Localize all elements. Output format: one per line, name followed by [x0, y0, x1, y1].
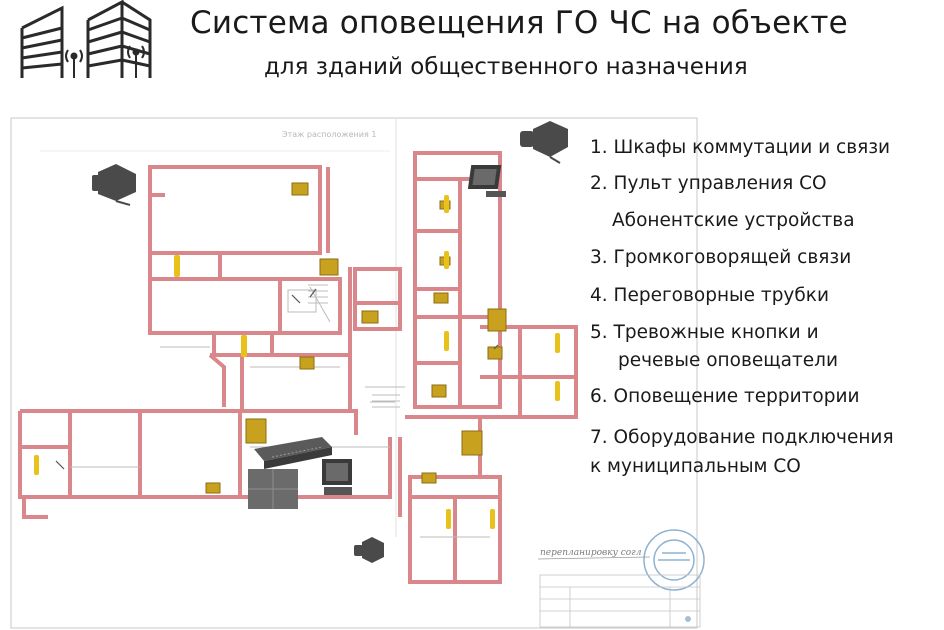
call-panel-icon	[299, 356, 315, 370]
phone-handset-icon	[555, 381, 560, 401]
monitor-icon	[467, 165, 506, 197]
legend: 1. Шкафы коммутации и связи 2. Пульт упр…	[588, 0, 940, 630]
phone-handset-icon	[444, 251, 449, 269]
signature-text: перепланировку согл	[540, 548, 642, 558]
phone-handset-icon	[446, 509, 451, 529]
legend-item-7: 7. Оборудование подключения	[590, 427, 894, 448]
call-panel-icon	[319, 258, 339, 276]
phone-handset-icon	[444, 195, 449, 213]
legend-item-4: 4. Переговорные трубки	[590, 285, 829, 306]
call-panel-icon	[461, 430, 483, 456]
phone-handset-icon	[34, 455, 39, 475]
legend-item-7-cont: к муниципальным СО	[590, 456, 801, 477]
legend-item-2: 2. Пульт управления СО	[590, 173, 827, 194]
call-panel-icon	[421, 472, 437, 484]
phone-handset-icon	[241, 335, 247, 357]
call-panel-icon	[433, 292, 449, 304]
legend-item-6: 6. Оповещение территории	[590, 386, 860, 407]
floor-caption: Этаж расположения 1	[282, 130, 376, 139]
loudspeaker-icon	[92, 164, 136, 206]
call-panel-icon	[487, 346, 503, 360]
call-panel-icon	[205, 482, 221, 494]
call-panel-icon	[361, 310, 379, 324]
server-cabinet-icon	[248, 469, 298, 509]
call-panel-icon	[487, 308, 507, 332]
phone-handset-icon	[555, 333, 560, 353]
monitor-icon	[322, 459, 352, 495]
legend-item-1: 1. Шкафы коммутации и связи	[590, 137, 891, 158]
phone-handset-icon	[490, 509, 495, 529]
building-logo-icon	[20, 0, 152, 78]
page-subtitle: для зданий общественного назначения	[264, 54, 748, 80]
call-panel-icon	[431, 384, 447, 398]
page-title: Система оповещения ГО ЧС на объекте	[190, 5, 848, 41]
call-panel-icon	[291, 182, 309, 196]
phone-handset-icon	[174, 255, 180, 277]
loudspeaker-icon	[520, 121, 568, 164]
call-panel-icon	[245, 418, 267, 444]
loudspeaker-icon	[354, 537, 384, 563]
legend-item-5: 5. Тревожные кнопки и	[590, 322, 819, 343]
floor-plan: Этаж расположения 1	[10, 117, 705, 629]
legend-item-subscriber-devices: Абонентские устройства	[612, 210, 855, 231]
legend-item-3: 3. Громкоговорящей связи	[590, 247, 852, 268]
switch-rack-icon	[254, 437, 332, 469]
antenna-icon	[65, 49, 83, 78]
stamp-seal-icon	[643, 529, 705, 591]
phone-handset-icon	[444, 331, 449, 351]
legend-item-5-cont: речевые оповещатели	[618, 350, 838, 371]
